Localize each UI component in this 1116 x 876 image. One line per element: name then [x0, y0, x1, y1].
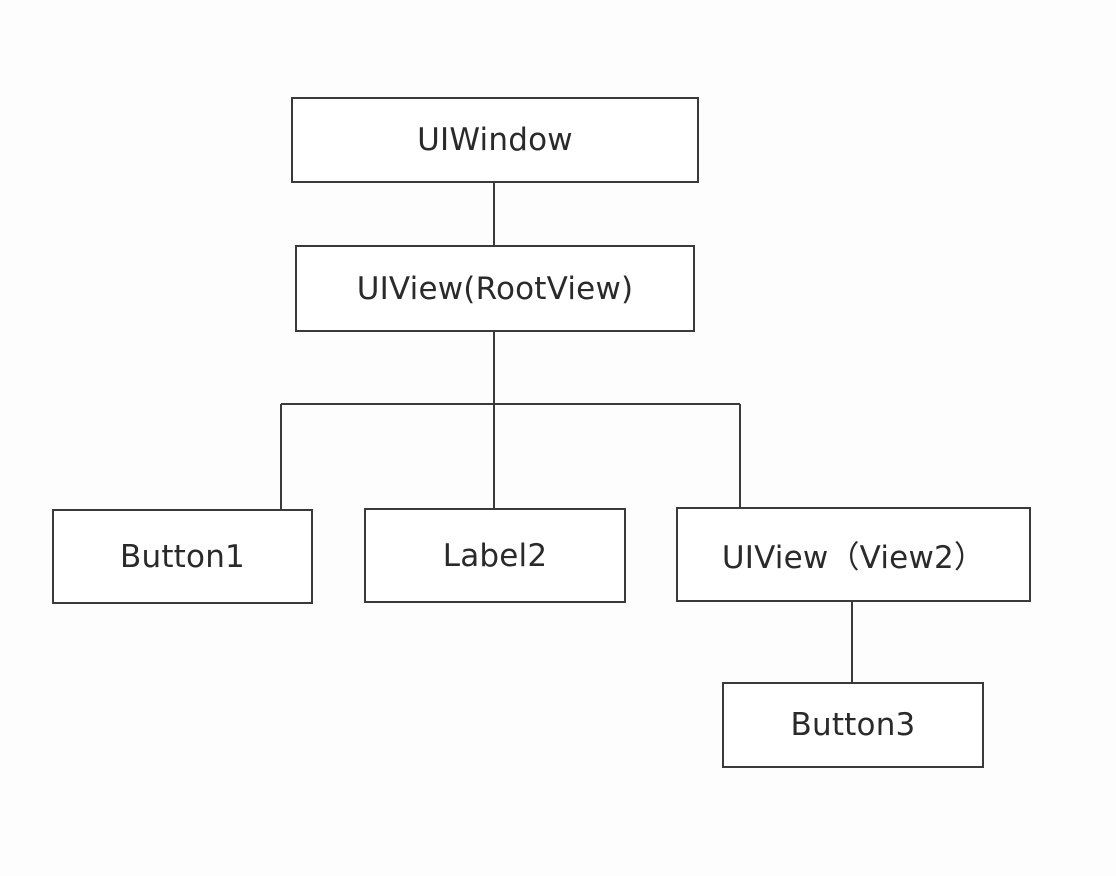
node-rootview: UIView(RootView) [295, 245, 695, 332]
node-label2-label: Label2 [442, 537, 548, 574]
node-label2: Label2 [364, 508, 626, 603]
node-view2-label: UIView（View2） [721, 540, 986, 576]
node-view2: UIView（View2） [676, 507, 1031, 602]
node-uiwindow: UIWindow [291, 97, 699, 183]
node-button1-label: Button1 [120, 538, 245, 575]
node-button3: Button3 [722, 682, 984, 768]
node-button3-label: Button3 [790, 707, 916, 743]
node-button1: Button1 [52, 509, 313, 604]
node-rootview-label: UIView(RootView) [356, 270, 634, 307]
node-uiwindow-label: UIWindow [417, 122, 573, 158]
